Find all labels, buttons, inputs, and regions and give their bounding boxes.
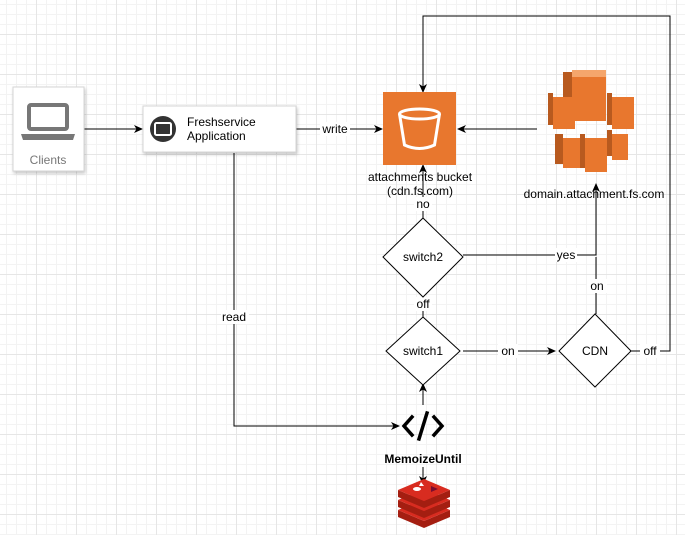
cdn-node[interactable]: CDN — [558, 313, 632, 388]
edge-switch2-to-domain — [463, 183, 600, 256]
app-label-line1: Freshservice — [187, 115, 256, 129]
edge-label-on-switch1: on — [501, 344, 514, 358]
bucket-label-line2: (cdn.fs.com) — [387, 184, 453, 198]
app-label-line2: Application — [187, 129, 246, 143]
memoize-node[interactable]: MemoizeUntil — [384, 410, 462, 466]
redis-node[interactable] — [398, 479, 450, 528]
domain-label: domain.attachment.fs.com — [524, 187, 665, 201]
clients-node[interactable]: Clients — [12, 86, 85, 172]
cdn-label: CDN — [582, 344, 608, 358]
edge-label-off-cdn: off — [643, 344, 657, 358]
switch2-node[interactable]: switch2 — [382, 217, 464, 298]
application-window-icon — [150, 116, 176, 142]
edge-label-no: no — [416, 197, 430, 211]
attachments-bucket-node[interactable]: attachments bucket (cdn.fs.com) — [366, 92, 474, 198]
code-icon — [401, 410, 445, 442]
switch1-node[interactable]: switch1 — [385, 316, 461, 386]
laptop-icon — [21, 103, 75, 140]
edge-label-read: read — [222, 310, 246, 324]
cloudfront-icon — [548, 70, 634, 172]
redis-icon — [398, 479, 450, 528]
edge-label-off-switch2: off — [416, 297, 430, 311]
domain-node[interactable]: domain.attachment.fs.com — [524, 70, 665, 201]
switch1-label: switch1 — [403, 344, 443, 358]
edge-label-write: write — [321, 122, 348, 136]
switch2-label: switch2 — [403, 250, 443, 264]
bucket-label-line1: attachments bucket — [368, 170, 473, 184]
edge-label-yes: yes — [557, 248, 576, 262]
memoize-label: MemoizeUntil — [384, 452, 461, 466]
clients-label: Clients — [30, 153, 67, 167]
freshservice-app-node[interactable]: Freshservice Application — [142, 105, 297, 153]
edge-app-to-memoize — [233, 153, 400, 430]
edge-label-on-cdn: on — [590, 279, 603, 293]
s3-bucket-icon — [398, 107, 441, 150]
